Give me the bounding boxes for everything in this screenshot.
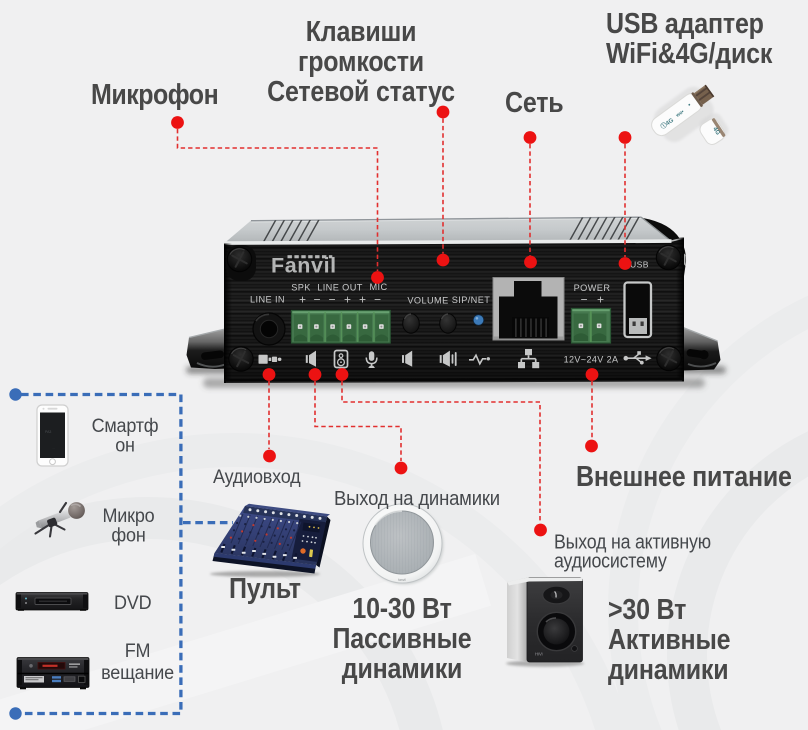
svg-text:....: .... [52,446,56,450]
svg-text:LINE IN: LINE IN [250,295,285,305]
svg-text:POWER: POWER [574,283,611,293]
svg-text:+: + [344,293,351,307]
svg-text:−: − [328,293,335,307]
svg-text:12V~24V 2A: 12V~24V 2A [564,355,619,365]
svg-text:SPK: SPK [291,283,311,293]
svg-text:LINE OUT: LINE OUT [317,283,363,293]
svg-text:−: − [313,293,320,307]
svg-text:VOLUME: VOLUME [407,296,448,306]
svg-text:USB: USB [630,260,649,270]
svg-text:4G: 4G [711,126,721,136]
svg-text:−: − [580,293,587,307]
svg-text:+: + [359,293,366,307]
svg-text:−: − [374,293,381,307]
svg-text:wo•: wo• [674,109,686,120]
svg-text:+: + [299,293,306,307]
svg-text:PA3: PA3 [45,430,51,434]
svg-text:HiVi: HiVi [535,652,543,657]
svg-text:MIC: MIC [369,282,387,292]
svg-text:+: + [597,293,604,307]
svg-text:SIP/NET: SIP/NET [452,295,491,305]
svg-text:fanvil: fanvil [398,578,406,582]
